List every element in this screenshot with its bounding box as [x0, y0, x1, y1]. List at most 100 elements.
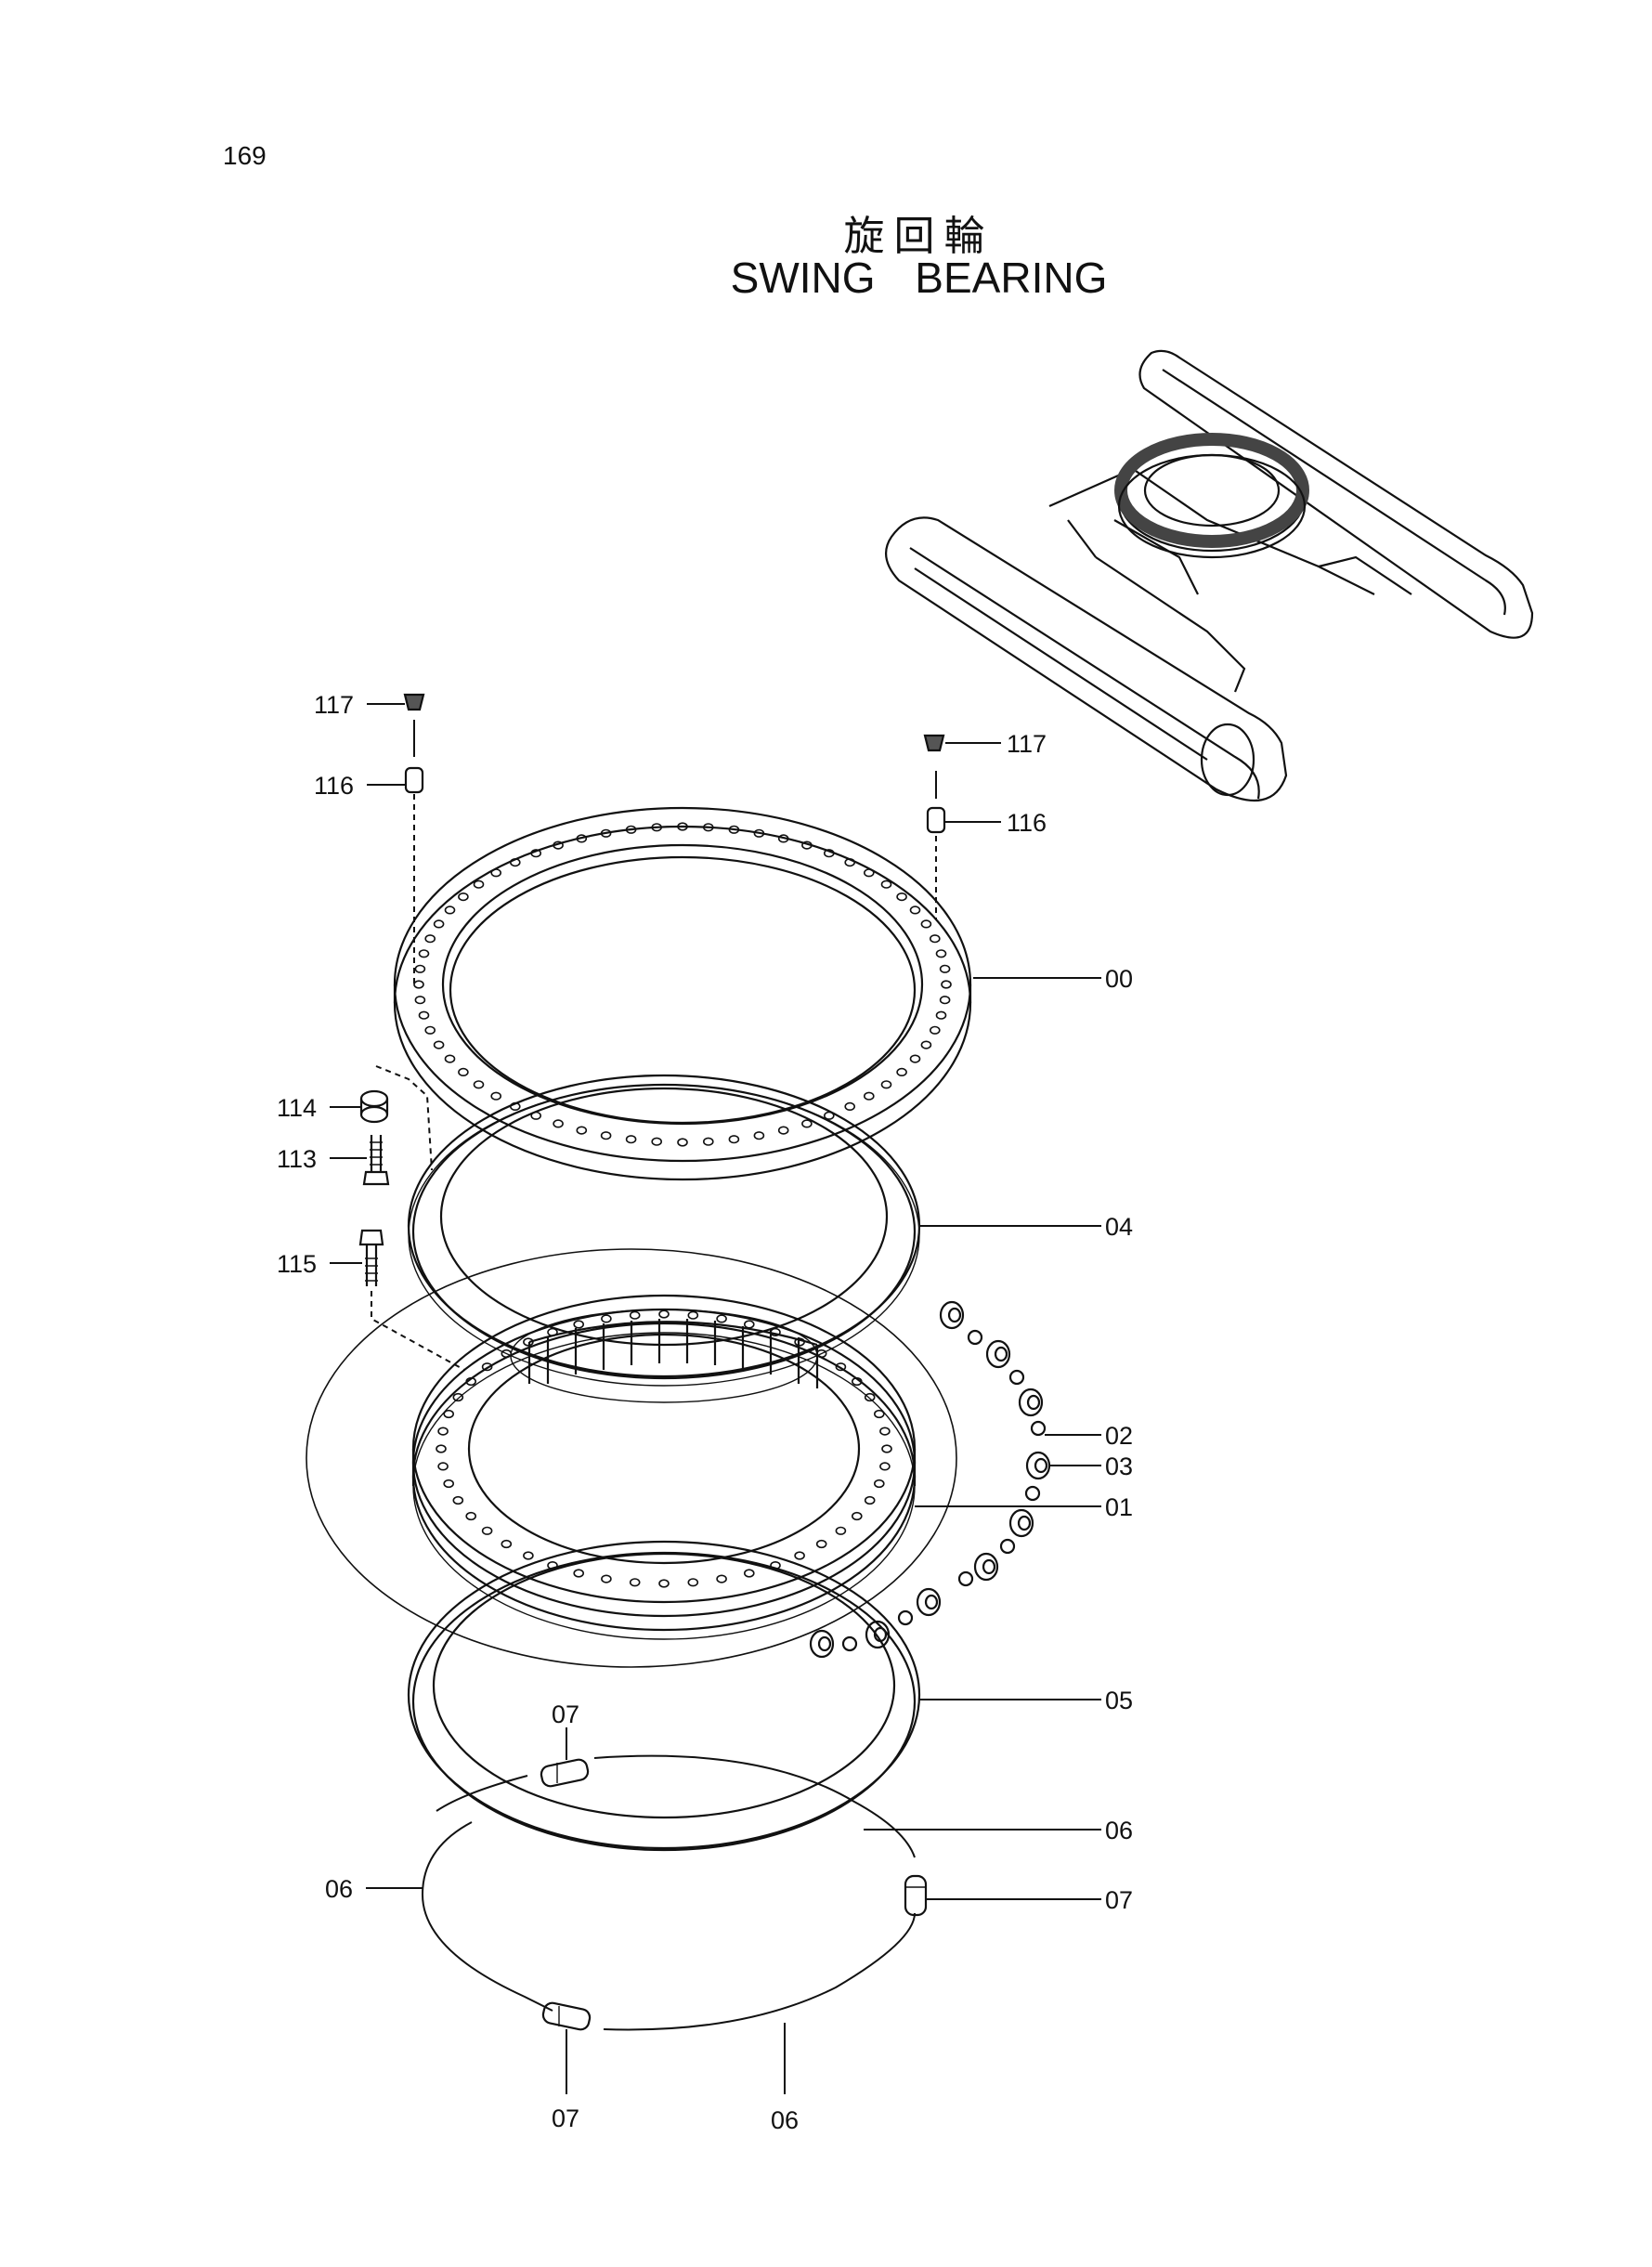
bolt-hole — [458, 1067, 469, 1076]
bolt-hole — [879, 1462, 891, 1471]
label-04: 04 — [1105, 1213, 1133, 1241]
bolt-hole — [600, 828, 612, 838]
spacer — [973, 1552, 999, 1582]
bolt-hole — [625, 1135, 637, 1144]
bolt-hole — [418, 1010, 430, 1020]
bolt-hole — [523, 1551, 534, 1560]
bolt-hole — [823, 849, 835, 858]
label-116-right: 116 — [1007, 809, 1047, 837]
bolt-hole — [414, 996, 426, 1005]
ball — [1008, 1369, 1025, 1386]
ball — [1030, 1420, 1047, 1437]
bolt-hole — [939, 964, 951, 973]
page-number: 169 — [223, 141, 267, 170]
spacer — [985, 1339, 1011, 1369]
bolt-hole — [909, 1054, 921, 1063]
spacer-hole — [873, 1626, 888, 1643]
bolt-hole — [530, 849, 542, 858]
ball — [999, 1538, 1016, 1555]
bolt-hole — [573, 1320, 585, 1329]
ball — [957, 1570, 974, 1587]
bolt-hole — [880, 879, 892, 889]
bolt-hole — [880, 1080, 892, 1089]
bolt-hole — [896, 892, 907, 902]
spacer-hole — [994, 1346, 1008, 1362]
bolt-hole — [473, 879, 485, 889]
bolt-hole — [481, 1526, 493, 1535]
part-115-bolt — [358, 1229, 384, 1286]
bolt-hole — [687, 1310, 699, 1320]
bolt-hole — [573, 1569, 585, 1578]
bolt-hole — [452, 1495, 464, 1505]
bolt-hole — [851, 1376, 863, 1387]
spacer — [1018, 1388, 1044, 1417]
bolt-hole — [629, 1310, 641, 1320]
ball — [897, 1609, 914, 1626]
spacer — [809, 1629, 835, 1659]
bolt-hole — [873, 1479, 885, 1489]
bolt-hole — [777, 1126, 789, 1135]
bolt-hole — [576, 1126, 588, 1135]
bolt-hole — [414, 964, 426, 973]
bolt-hole — [443, 1479, 455, 1489]
bolt-hole — [794, 1551, 805, 1560]
spacer-hole — [1026, 1394, 1041, 1411]
part-01-bolt-holes — [436, 1309, 892, 1588]
spacer-hole — [817, 1635, 832, 1652]
bolt-hole — [625, 825, 637, 834]
part-116-fitting-right — [926, 806, 946, 834]
bolt-hole — [433, 919, 445, 929]
spacer — [916, 1587, 942, 1617]
bolt-hole — [651, 823, 663, 832]
bolt-hole — [443, 1409, 455, 1419]
bolt-hole — [835, 1362, 847, 1372]
part-06-ring-upper — [436, 1754, 916, 1858]
bolt-hole — [844, 1101, 856, 1111]
part-117-plug-left — [403, 693, 425, 711]
bolt-hole — [770, 1327, 781, 1336]
spacer — [939, 1300, 965, 1330]
bolt-hole — [490, 1091, 502, 1101]
bolt-hole — [929, 1025, 941, 1035]
bolt-hole — [753, 1131, 765, 1140]
label-115: 115 — [277, 1250, 317, 1278]
bolt-hole — [433, 1040, 445, 1049]
spacer-hole — [1017, 1515, 1032, 1531]
spacer-hole — [1034, 1457, 1048, 1474]
ball — [841, 1635, 858, 1652]
bolt-hole — [879, 1427, 891, 1436]
bolt-hole — [501, 1348, 513, 1359]
bolt-hole — [465, 1376, 477, 1387]
bolt-hole — [677, 1138, 688, 1147]
label-03: 03 — [1105, 1453, 1133, 1480]
bolt-hole — [424, 934, 436, 944]
bolt-hole — [873, 1409, 885, 1419]
spacer-hole — [947, 1307, 962, 1323]
label-117-right: 117 — [1007, 730, 1047, 758]
bolt-hole — [601, 1574, 612, 1583]
bolt-hole — [851, 1511, 863, 1521]
part-07-plug-top — [540, 1758, 590, 1788]
bolt-hole — [658, 1579, 670, 1588]
part-06-ring-lower — [421, 1821, 916, 2031]
spacer-hole — [924, 1594, 939, 1610]
title-english: SWING BEARING — [730, 254, 1108, 302]
part-113-bolt — [362, 1135, 390, 1186]
bolt-hole — [658, 1309, 670, 1319]
bolt-hole — [490, 868, 502, 878]
bolt-hole — [863, 1091, 875, 1101]
bolt-hole — [600, 1131, 612, 1140]
bolt-hole — [437, 1427, 449, 1436]
spacer — [1008, 1508, 1034, 1538]
bolt-hole — [444, 1054, 456, 1063]
part-117-plug-right — [923, 734, 945, 752]
part-05-seal-ring — [407, 1540, 921, 1852]
bolt-hole — [753, 828, 765, 838]
bolt-hole — [743, 1569, 755, 1578]
bolt-hole — [728, 1135, 740, 1144]
bolt-hole — [794, 1337, 805, 1347]
leader-lines — [330, 703, 1101, 2094]
bolt-hole — [864, 1495, 876, 1505]
bolt-hole — [815, 1348, 827, 1359]
